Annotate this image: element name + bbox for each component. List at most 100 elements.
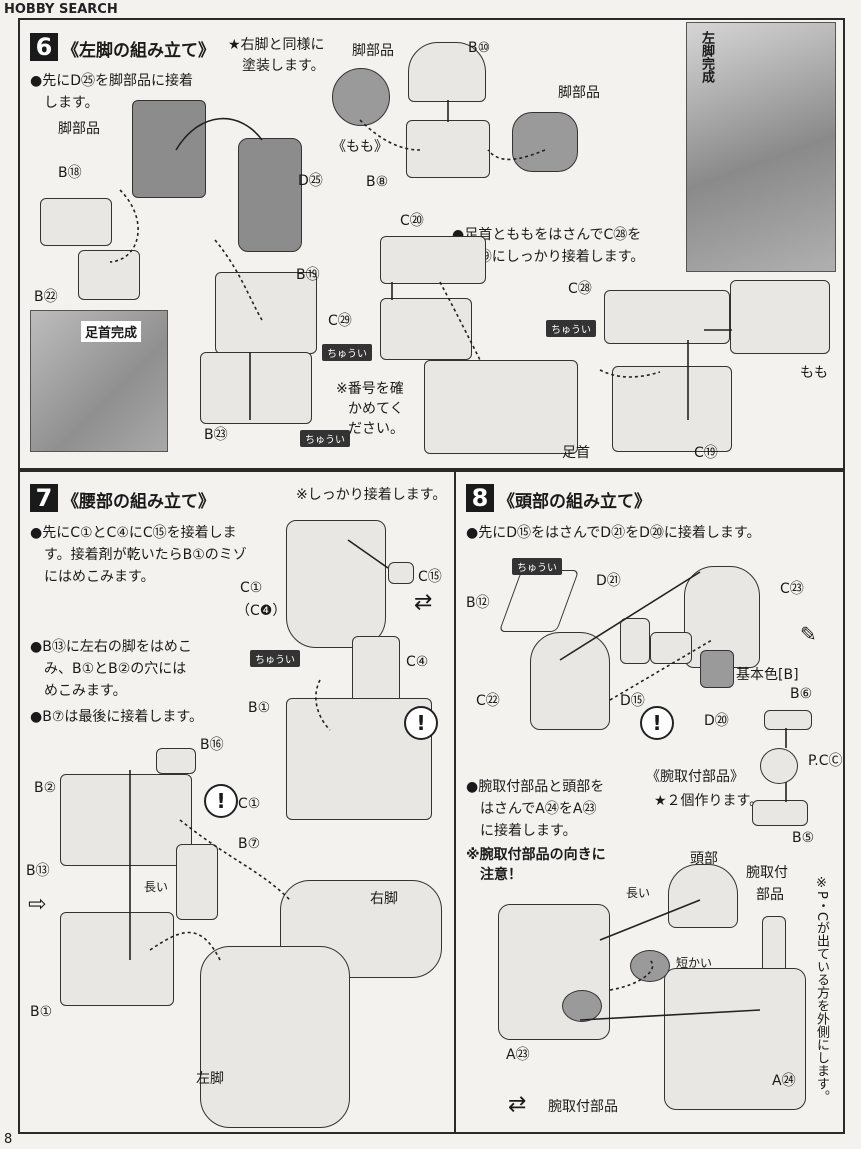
left-leg-assembly <box>200 946 350 1128</box>
label-migiashi: 右脚 <box>370 891 398 907</box>
head-assembly <box>668 864 738 928</box>
label-c19: C⑲ <box>694 445 718 461</box>
step7-top-note: ※しっかり接着します。 <box>296 487 447 503</box>
label-c28: C㉘ <box>568 281 592 297</box>
caution-tag-2: ちゅうい <box>300 430 350 447</box>
crotch-b2-assembly <box>60 774 192 866</box>
step-divider <box>454 470 456 1132</box>
step6-instruction-1b: します。 <box>44 95 99 111</box>
step7-instruction-1a: ●先にC①とC④にC⑮を接着しま <box>30 525 237 541</box>
part-b10 <box>408 42 486 102</box>
step6-warning-1: ※番号を確 <box>336 381 404 397</box>
label-d25: D㉕ <box>298 173 323 189</box>
ankle-assembly <box>424 360 578 454</box>
label-kihonshoku: 基本色[B] <box>736 667 799 683</box>
step6-number: 6 <box>30 33 58 61</box>
label-b18: B⑱ <box>58 165 82 181</box>
left-leg-complete-caption: 左脚完成 <box>699 31 714 83</box>
head-c22 <box>530 632 610 730</box>
label-a23: A㉓ <box>506 1047 530 1063</box>
step8-side-note: ※P・Cが出ている方を外側にします。 <box>814 876 829 1103</box>
step7-number: 7 <box>30 484 58 512</box>
label-udetoritsuke-2: 部品 <box>756 887 784 903</box>
step8-sub-note: ★２個作ります。 <box>654 793 764 809</box>
pencil-icon: ✎ <box>800 622 817 646</box>
label-a24: A㉔ <box>772 1073 796 1089</box>
arrow-icon-left-b13: ⇨ <box>28 892 47 917</box>
caution-tag-1: ちゅうい <box>322 344 372 361</box>
label-toubu: 頭部 <box>690 851 718 867</box>
leg-part-d25 <box>238 138 302 252</box>
label-b1-top: B① <box>248 700 271 716</box>
crotch-b1-assembly <box>60 912 174 1006</box>
label-b1-bottom: B① <box>30 1004 53 1020</box>
part-c19 <box>612 366 732 452</box>
ankle-complete-photo: 足首完成 <box>30 310 168 452</box>
label-d21: D㉑ <box>596 573 621 589</box>
step8-instruction-1: ●先にD⑮をはさんでD㉑をD⑳に接着します。 <box>466 525 761 541</box>
label-pc: P.CⒸ <box>808 753 843 769</box>
label-c15: C⑮ <box>418 569 442 585</box>
steps78-frame <box>18 470 845 1134</box>
glue-warning-icon-1: ! <box>404 706 438 740</box>
label-b10: B⑩ <box>468 40 491 56</box>
label-b7: B⑦ <box>238 836 261 852</box>
step6-instruction-2b: C⑲にしっかり接着します。 <box>468 249 645 265</box>
label-kyakubuhin-right: 脚部品 <box>558 85 600 101</box>
label-c1-b: C① <box>238 796 261 812</box>
ankle-complete-caption: 足首完成 <box>81 321 142 342</box>
label-nagai-7: 長い <box>144 880 169 894</box>
step7-instruction-2c: めこみます。 <box>44 683 127 699</box>
part-c29 <box>380 298 472 360</box>
step8-sub-title: 《腕取付部品》 <box>646 769 744 785</box>
label-c23: C㉓ <box>780 581 804 597</box>
part-b18 <box>40 198 112 246</box>
part-pc <box>760 748 798 784</box>
label-c4: C④ <box>406 654 429 670</box>
label-b12: B⑫ <box>466 595 490 611</box>
label-b2: B② <box>34 780 57 796</box>
step7-title: 《腰部の組み立て》 <box>62 492 215 512</box>
step6-instruction-2a: ●足首とももをはさんでC㉘を <box>452 227 642 243</box>
part-b5 <box>752 800 808 826</box>
label-d20: D⑳ <box>704 713 729 729</box>
step7-instruction-1b: す。接着剤が乾いたらB①のミゾ <box>44 547 247 563</box>
part-b8 <box>406 120 490 178</box>
label-kyakubuhin-top: 脚部品 <box>352 43 394 59</box>
body-a24 <box>664 968 806 1110</box>
label-udetoritsuke-1: 腕取付 <box>746 865 788 881</box>
part-b6 <box>764 710 812 730</box>
part-d21 <box>620 618 650 664</box>
label-b5: B⑤ <box>792 830 815 846</box>
label-momo: もも <box>800 365 828 381</box>
label-nagai-8: 長い <box>626 886 651 900</box>
waist-b1-assembly <box>286 698 432 820</box>
part-d15 <box>650 632 692 664</box>
step7-instruction-3: ●B⑦は最後に接着します。 <box>30 709 203 725</box>
arm-mount-detail <box>762 916 786 976</box>
arm-mount-part-2 <box>562 990 602 1022</box>
step8-title: 《頭部の組み立て》 <box>498 492 651 512</box>
label-b6: B⑥ <box>790 686 813 702</box>
label-c22: C㉒ <box>476 693 500 709</box>
label-b22: B㉒ <box>34 289 58 305</box>
thigh-joint-part <box>512 112 578 172</box>
label-b19: B⑲ <box>296 267 320 283</box>
step6-star-note-2: 塗装します。 <box>242 58 325 74</box>
arm-mount-part-1 <box>630 950 670 982</box>
label-momo-bracket: 《もも》 <box>332 139 388 155</box>
thigh-ball-part <box>332 68 390 126</box>
step6-warning-3: ださい。 <box>348 421 404 437</box>
label-b8: B⑧ <box>366 174 389 190</box>
label-c20: C⑳ <box>400 213 424 229</box>
label-c1: C① <box>240 580 263 596</box>
part-b23 <box>200 352 312 424</box>
caution-tag-8: ちゅうい <box>512 558 562 575</box>
part-c15 <box>388 562 414 584</box>
step8-number: 8 <box>466 484 494 512</box>
step8-instruction-2c: に接着します。 <box>480 823 577 839</box>
arrow-icon-bottom: ⇄ <box>508 1092 527 1117</box>
step7-instruction-2a: ●B⑬に左右の脚をはめこ <box>30 639 192 655</box>
step6-star-note-1: ★右脚と同様に <box>228 37 325 53</box>
